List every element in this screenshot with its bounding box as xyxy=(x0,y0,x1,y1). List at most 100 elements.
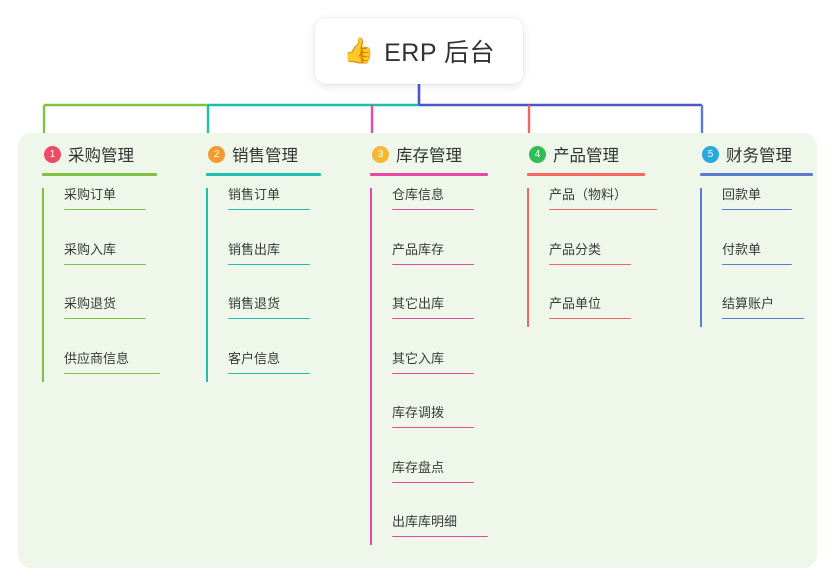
column-spine-5 xyxy=(700,188,702,327)
column-header-rule-4 xyxy=(527,173,645,176)
list-item-label: 销售订单 xyxy=(228,187,281,202)
column-badge-2: 2 xyxy=(208,145,225,163)
list-item-label: 销售出库 xyxy=(228,241,281,257)
column-header-1[interactable]: 1 采购管理 xyxy=(42,140,157,168)
column-items-2: 销售订单销售出库销售退货客户信息 xyxy=(206,188,321,386)
column-5: 5 财务管理回款单付款单结算账户 xyxy=(700,140,813,331)
column-4: 4 产品管理产品（物料） 产品分类产品单位 xyxy=(527,140,657,331)
list-item-rule xyxy=(722,263,792,265)
root-node-card[interactable]: 👍 ERP 后台 xyxy=(315,18,523,84)
list-item[interactable]: 其它入库 xyxy=(370,352,474,374)
list-item[interactable]: 结算账户 xyxy=(700,296,804,320)
list-item[interactable]: 产品库存 xyxy=(370,243,474,265)
list-item-rule xyxy=(722,209,792,211)
list-item-label: 销售退货 xyxy=(228,296,281,311)
column-header-2[interactable]: 2 销售管理 xyxy=(206,140,321,168)
root-node-title: ERP 后台 xyxy=(384,39,496,67)
list-item-rule xyxy=(64,372,160,374)
list-item-rule xyxy=(392,481,474,483)
column-spine-1 xyxy=(42,188,44,382)
column-badge-5: 5 xyxy=(702,145,719,163)
list-item-label: 结算账户 xyxy=(722,296,775,311)
list-item[interactable]: 客户信息 xyxy=(206,352,310,374)
column-title-3: 库存管理 xyxy=(396,147,462,165)
column-title-1: 采购管理 xyxy=(68,147,134,165)
list-item-rule xyxy=(392,427,474,429)
list-item[interactable]: 产品分类 xyxy=(527,243,631,265)
list-item-label: 供应商信息 xyxy=(64,350,130,366)
list-item[interactable]: 采购订单 xyxy=(42,188,146,211)
list-item[interactable]: 销售退货 xyxy=(206,296,310,320)
column-header-rule-5 xyxy=(700,173,813,176)
list-item-rule xyxy=(549,209,657,211)
column-header-5[interactable]: 5 财务管理 xyxy=(700,140,813,168)
column-header-4[interactable]: 4 产品管理 xyxy=(527,140,645,168)
list-item-label: 付款单 xyxy=(722,241,762,257)
list-item-rule xyxy=(549,263,631,265)
list-item[interactable]: 采购入库 xyxy=(42,243,146,265)
list-item-rule xyxy=(392,209,474,211)
list-item-label: 其它出库 xyxy=(392,296,445,311)
column-title-5: 财务管理 xyxy=(726,147,792,165)
column-header-3[interactable]: 3 库存管理 xyxy=(370,140,488,168)
column-spine-2 xyxy=(206,188,208,382)
list-item-label: 库存盘点 xyxy=(392,459,445,475)
column-items-5: 回款单付款单结算账户 xyxy=(700,188,813,331)
list-item-label: 出库库明细 xyxy=(392,514,458,529)
list-item[interactable]: 库存调拨 xyxy=(370,405,474,429)
list-item[interactable]: 产品（物料） xyxy=(527,187,657,211)
list-item[interactable]: 仓库信息 xyxy=(370,187,474,211)
list-item-label: 产品（物料） xyxy=(549,187,628,202)
column-header-rule-2 xyxy=(206,173,321,176)
column-header-rule-1 xyxy=(42,173,157,176)
column-items-4: 产品（物料） 产品分类产品单位 xyxy=(527,188,657,331)
list-item-label: 采购入库 xyxy=(64,241,117,257)
list-item-rule xyxy=(228,318,310,320)
column-badge-1: 1 xyxy=(44,145,61,163)
list-item-label: 库存调拨 xyxy=(392,405,445,420)
column-items-3: 仓库信息产品库存其它出库其它入库库存调拨库存盘点出库库明细 xyxy=(370,188,488,549)
list-item-label: 回款单 xyxy=(722,187,762,202)
column-badge-4: 4 xyxy=(529,145,546,163)
list-item[interactable]: 其它出库 xyxy=(370,296,474,320)
list-item[interactable]: 供应商信息 xyxy=(42,352,160,374)
list-item-label: 客户信息 xyxy=(228,350,281,366)
list-item-rule xyxy=(392,263,474,265)
diagram-panel xyxy=(18,133,817,568)
list-item[interactable]: 付款单 xyxy=(700,243,792,265)
list-item-label: 仓库信息 xyxy=(392,187,445,202)
list-item-label: 其它入库 xyxy=(392,350,445,366)
column-badge-3: 3 xyxy=(372,145,389,163)
column-spine-3 xyxy=(370,188,372,545)
list-item-label: 产品分类 xyxy=(549,241,602,257)
list-item-rule xyxy=(228,209,310,211)
list-item-rule xyxy=(64,318,146,320)
column-spine-4 xyxy=(527,188,529,327)
column-title-2: 销售管理 xyxy=(232,147,298,165)
list-item[interactable]: 回款单 xyxy=(700,187,792,211)
list-item-rule xyxy=(722,318,804,320)
list-item-label: 产品单位 xyxy=(549,296,602,311)
list-item[interactable]: 产品单位 xyxy=(527,296,631,320)
list-item-rule xyxy=(392,318,474,320)
list-item-rule xyxy=(392,536,488,538)
list-item-label: 产品库存 xyxy=(392,241,445,257)
list-item[interactable]: 库存盘点 xyxy=(370,461,474,483)
list-item-rule xyxy=(228,263,310,265)
list-item[interactable]: 采购退货 xyxy=(42,296,146,320)
list-item[interactable]: 出库库明细 xyxy=(370,514,488,538)
list-item-rule xyxy=(64,209,146,211)
list-item-label: 采购退货 xyxy=(64,296,117,311)
column-1: 1 采购管理采购订单采购入库采购退货供应商信息 xyxy=(42,140,160,386)
list-item[interactable]: 销售订单 xyxy=(206,187,310,211)
column-items-1: 采购订单采购入库采购退货供应商信息 xyxy=(42,188,160,386)
column-2: 2 销售管理销售订单销售出库销售退货客户信息 xyxy=(206,140,321,386)
column-3: 3 库存管理仓库信息产品库存其它出库其它入库库存调拨库存盘点出库库明细 xyxy=(370,140,488,549)
thumbs-up-icon: 👍 xyxy=(342,36,375,65)
column-title-4: 产品管理 xyxy=(553,147,619,165)
list-item[interactable]: 销售出库 xyxy=(206,243,310,265)
list-item-rule xyxy=(228,372,310,374)
list-item-rule xyxy=(64,263,146,265)
list-item-rule xyxy=(392,372,474,374)
column-header-rule-3 xyxy=(370,173,488,176)
